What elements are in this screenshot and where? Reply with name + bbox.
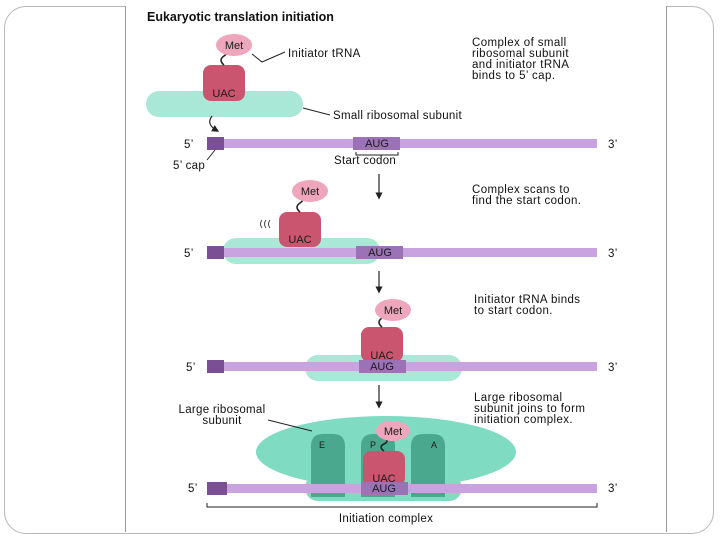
initiator-trna-label: Initiator tRNA — [288, 48, 361, 60]
five-prime-4: 5’ — [188, 483, 198, 495]
diagram-title: Eukaryotic translation initiation — [147, 10, 334, 24]
trna-body-4 — [363, 451, 405, 486]
three-prime-2: 3’ — [608, 248, 618, 260]
large-subunit-label-line1: Large ribosomal — [179, 404, 266, 416]
step-2: UAC Met AUG 5’ 3’ Complex scans to find … — [184, 180, 618, 264]
codon-box-2 — [356, 246, 403, 259]
binding-arrow-1 — [209, 115, 220, 132]
mrna-1 — [207, 139, 597, 148]
small-subunit-1 — [146, 91, 303, 117]
codon-3: AUG — [370, 361, 394, 373]
initiation-complex-bracket — [206, 503, 598, 508]
start-codon-label: Start codon — [334, 155, 396, 167]
three-prime-4: 3’ — [608, 483, 618, 495]
met-label-1: Met — [225, 40, 243, 52]
site-a-column — [411, 434, 445, 497]
large-subunit-label-line2: subunit — [202, 415, 242, 427]
five-cap-label: 5’ cap — [173, 160, 205, 172]
five-prime-3: 5’ — [186, 362, 196, 374]
codon-box-4 — [361, 482, 408, 495]
anticodon-2: UAC — [288, 234, 311, 246]
small-subunit-pointer — [302, 107, 331, 116]
codon-box-3 — [359, 360, 406, 373]
caption-2: Complex scans to find the start codon. — [472, 184, 581, 207]
codon-2: AUG — [368, 247, 392, 259]
five-prime-1: 5’ — [184, 139, 194, 151]
met-label-3: Met — [384, 305, 402, 317]
cap-4 — [207, 482, 227, 495]
codon-box-1 — [353, 137, 400, 150]
caption-3: Initiator tRNA binds to start codon. — [474, 294, 584, 317]
start-codon-bracket — [355, 152, 399, 156]
site-e-label: E — [319, 440, 325, 450]
small-subunit-label: Small ribosomal subunit — [333, 110, 462, 122]
step-4: E P A UAC Met AUG 5’ 3’ Large ribosomal … — [179, 392, 618, 525]
cap-2 — [207, 246, 224, 259]
trna-body-3 — [361, 327, 403, 362]
met-label-2: Met — [301, 186, 319, 198]
trna-body-2 — [279, 212, 321, 247]
caption-1: Complex of small ribosomal subunit and i… — [472, 37, 573, 82]
three-prime-1: 3’ — [608, 139, 618, 151]
initiator-trna-pointer — [251, 51, 286, 63]
anticodon-1: UAC — [212, 88, 235, 100]
cap-1 — [207, 137, 224, 150]
step-3: UAC Met AUG 5’ 3’ Initiator tRNA binds t… — [186, 294, 618, 381]
codon-1: AUG — [365, 138, 389, 150]
three-prime-3: 3’ — [608, 362, 618, 374]
met-bubble-3 — [375, 299, 411, 321]
cap-pointer — [206, 149, 216, 161]
caption-4: Large ribosomal subunit joins to form in… — [474, 392, 589, 426]
five-prime-2: 5’ — [184, 248, 194, 260]
site-a-label: A — [431, 440, 437, 450]
anticodon-3: UAC — [370, 350, 393, 362]
met-bubble-4 — [376, 421, 410, 441]
cap-3 — [207, 360, 224, 373]
scanning-motion-marks — [260, 219, 271, 229]
trna-body-1 — [203, 65, 245, 101]
met-bubble-2 — [292, 180, 328, 202]
initiation-complex-label: Initiation complex — [339, 513, 433, 525]
site-e-column — [311, 434, 345, 497]
step-1: UAC Met Initiator tRNA Small ribosomal s… — [146, 34, 618, 172]
met-label-4: Met — [384, 426, 402, 438]
met-bubble-1 — [216, 34, 252, 56]
site-p-label: P — [370, 440, 376, 450]
codon-4: AUG — [372, 483, 396, 495]
large-subunit-pointer — [267, 419, 313, 432]
